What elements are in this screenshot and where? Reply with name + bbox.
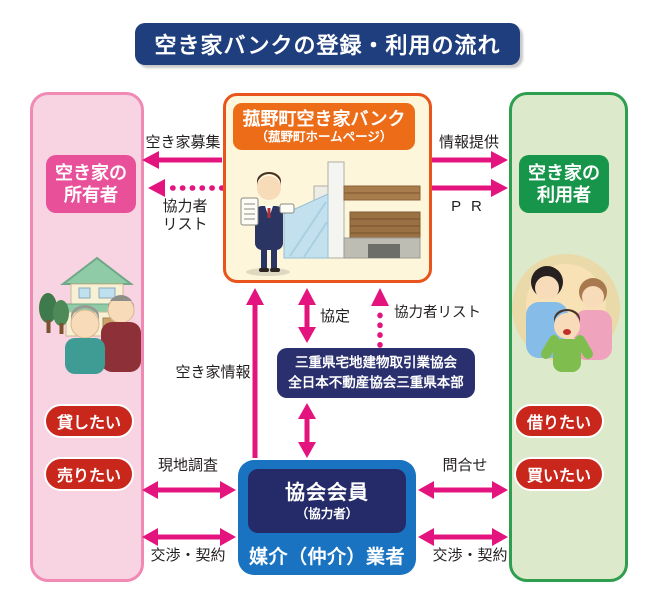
label-kyoryokusha-list-center: 協力者リスト [394, 305, 481, 321]
label-genchi-chosa: 現地調査 [157, 457, 218, 474]
family-illustration [512, 254, 620, 372]
label-akiya-joho: 空き家情報 [175, 364, 251, 381]
association-line1: 三重県宅地建物取引業協会 [295, 354, 457, 370]
arrow-kyoryokusha-list-left [148, 179, 225, 197]
arrow-joho-teikyo [432, 151, 508, 169]
bank-header: 菰野町空き家バンク （菰野町ホームページ） [233, 103, 415, 150]
town-staff-building-illustration [240, 161, 421, 276]
elderly-couple-house-illustration [39, 256, 141, 374]
member-title: 協会会員 [285, 481, 369, 504]
tag-uritai: 売りたい [44, 457, 134, 491]
label-kyotei: 協定 [320, 308, 351, 325]
association-box: 三重県宅地建物取引業協会 全日本不動産協会三重県本部 [277, 348, 475, 398]
arrow-kyotei [298, 288, 316, 343]
member-box: 協会会員 （協力者） 媒介（仲介）業者 [238, 460, 416, 575]
label-kosho-keiyaku-left: 交渉・契約 [150, 547, 226, 564]
member-inner-box: 協会会員 （協力者） [248, 469, 406, 533]
label-toiawase: 問合せ [442, 457, 488, 474]
association-line2: 全日本不動産協会三重県本部 [288, 375, 464, 390]
tag-karitai: 借りたい [514, 404, 604, 438]
arrow-kosho-keiyaku-left [142, 528, 236, 546]
label-kosho-keiyaku-right: 交渉・契約 [432, 547, 508, 564]
label-joho-teikyo: 情報提供 [438, 134, 499, 151]
label-akiya-boshu: 空き家募集 [145, 134, 221, 151]
arrow-pr [432, 179, 508, 197]
arrow-toiawase [418, 481, 508, 499]
label-kyoryokusha-list-left: 協力者 リスト [162, 198, 208, 233]
arrow-association-member [298, 403, 316, 458]
label-pr: P R [451, 198, 485, 215]
owner-header: 空き家の 所有者 [46, 155, 136, 213]
arrow-kosho-keiyaku-right [418, 528, 508, 546]
arrow-kyoryokusha-list-center [371, 288, 389, 348]
tag-kaitai: 買いたい [514, 457, 604, 491]
user-header: 空き家の 利用者 [519, 155, 609, 213]
member-footer: 媒介（仲介）業者 [248, 547, 405, 568]
member-subtitle: （協力者） [295, 506, 359, 521]
arrow-genchi-chosa [142, 481, 236, 499]
tag-kashitai: 貸したい [44, 404, 134, 438]
bank-title: 菰野町空き家バンク [242, 108, 406, 129]
arrow-akiya-boshu [142, 151, 222, 169]
bank-subtitle: （菰野町ホームページ） [255, 129, 393, 144]
page-title: 空き家バンクの登録・利用の流れ [135, 23, 520, 65]
